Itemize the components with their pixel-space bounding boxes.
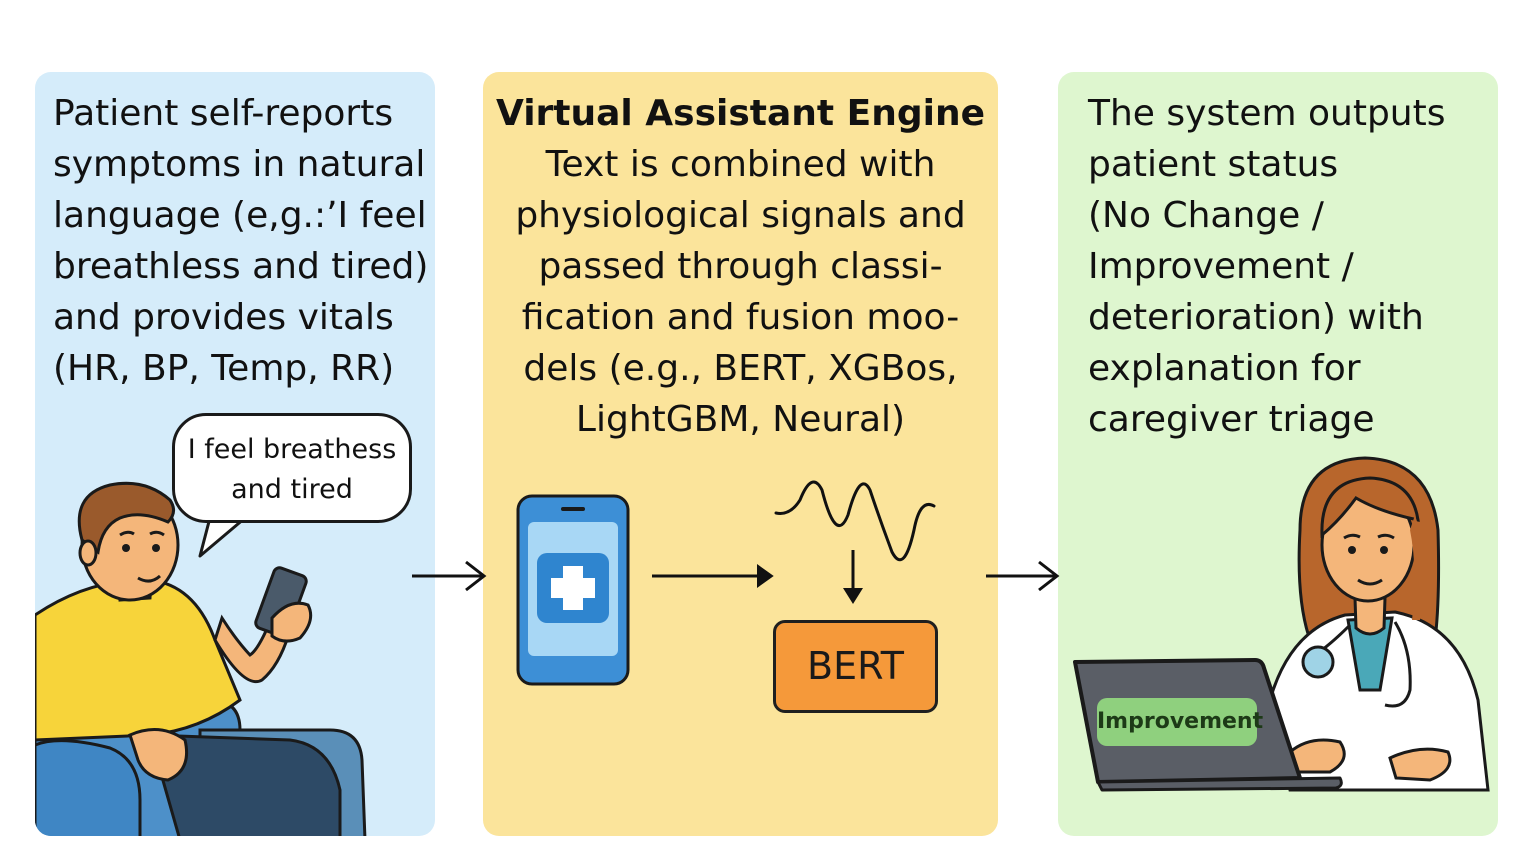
virtual-assistant-engine-panel: Virtual Assistant Engine Text is combine… [483, 72, 998, 836]
speech-bubble: I feel breathess and tired [172, 413, 412, 523]
text-line: physiological signals and [515, 195, 966, 236]
text-line: explanation for [1088, 348, 1361, 389]
smartphone-medical-icon [516, 494, 630, 686]
text-line: Improvement / [1088, 246, 1354, 287]
signal-wave-icon [774, 480, 936, 562]
text-line: The system outputs [1088, 93, 1446, 134]
arrow-right-icon [652, 564, 774, 588]
text-line: breathless and tired) [53, 246, 429, 287]
arrow-right-icon [986, 560, 1060, 592]
arrow-down-icon [843, 550, 863, 604]
engine-title: Virtual Assistant Engine [495, 93, 986, 134]
text-line: language (e,g.:’I feel [53, 195, 427, 236]
text-line: passed through classi- [538, 246, 943, 287]
speech-bubble-line: and tired [231, 474, 353, 505]
text-line: Patient self-reports [53, 93, 394, 134]
arrow-right-icon [412, 560, 487, 592]
text-line: caregiver triage [1088, 399, 1375, 440]
engine-description: Text is combined with physiological sign… [483, 139, 998, 445]
improvement-status-badge: Improvement [1097, 698, 1263, 746]
doctor-illustration [1268, 456, 1490, 792]
text-line: deterioration) with [1088, 297, 1424, 338]
output-description: The system outputs patient status (No Ch… [1088, 88, 1446, 445]
text-line: (No Change / [1088, 195, 1324, 236]
text-line: (HR, BP, Temp, RR) [53, 348, 395, 389]
text-line: LightGBM, Neural) [575, 399, 906, 440]
text-line: fication and fusion moo- [521, 297, 960, 338]
patient-input-description: Patient self-reports symptoms in natural… [53, 88, 428, 394]
bert-model-box: BERT [773, 620, 938, 713]
text-line: and provides vitals [53, 297, 394, 338]
text-line: patient status [1088, 144, 1339, 185]
text-line: symptoms in natural [53, 144, 426, 185]
text-line: dels (e.g., BERT, XGBos, [523, 348, 958, 389]
text-line: Text is combined with [545, 144, 936, 185]
speech-bubble-line: I feel breathess [187, 434, 397, 465]
patient-illustration [35, 481, 367, 836]
